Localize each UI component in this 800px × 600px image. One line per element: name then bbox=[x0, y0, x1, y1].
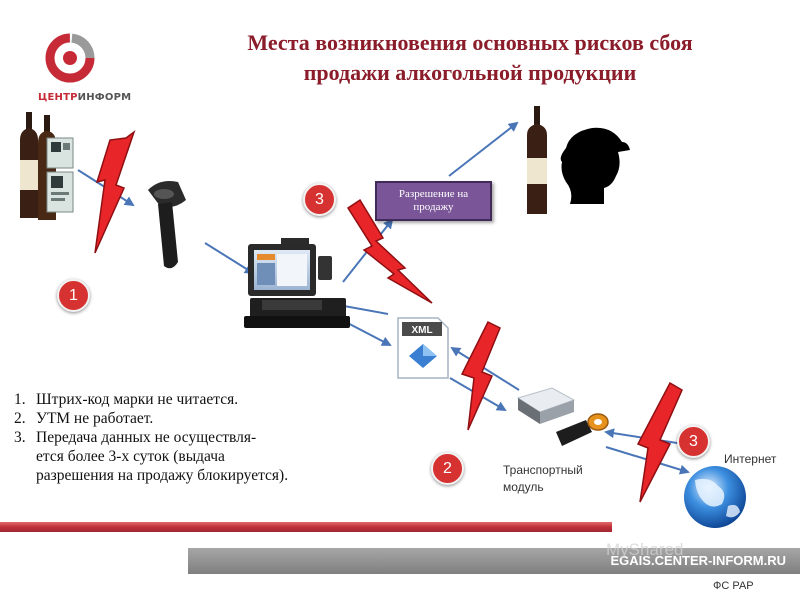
risk-list: 1. Штрих-код марки не читается. 2. УТМ н… bbox=[14, 390, 434, 485]
arrow-permission-to-buyer bbox=[448, 121, 519, 177]
logo: ЦЕНТРИНФОРМ bbox=[38, 28, 131, 108]
logo-text: ЦЕНТРИНФОРМ bbox=[38, 92, 138, 103]
risk-item-3-continuation: ется более 3-х суток (выдача разрешения … bbox=[14, 447, 434, 485]
risk-item-2: 2. УТМ не работает. bbox=[14, 409, 434, 428]
title-line-1: Места возникновения основных рисков сбоя bbox=[247, 30, 693, 55]
risk-item-text: УТМ не работает. bbox=[36, 410, 154, 427]
xml-file-icon: XML bbox=[397, 317, 449, 379]
buyer-silhouette-icon bbox=[527, 106, 630, 214]
badge-3-top: 3 bbox=[303, 183, 336, 216]
permission-line-2: продажу bbox=[413, 201, 454, 213]
usb-token-icon bbox=[516, 387, 609, 446]
lightning-bolt-3-top bbox=[346, 198, 433, 304]
permission-box: Разрешение на продажу bbox=[375, 181, 492, 221]
transport-label-line-1: Транспортный bbox=[503, 463, 583, 477]
fsrar-label: ФС РАР bbox=[713, 580, 754, 592]
logo-ring-icon bbox=[45, 33, 95, 83]
title-line-2: продажи алкогольной продукции bbox=[303, 60, 637, 85]
transport-module-label: Транспортный модуль bbox=[503, 462, 583, 496]
permission-line-1: Разрешение на bbox=[398, 188, 469, 200]
page-title: Места возникновения основных рисков сбоя… bbox=[150, 28, 790, 88]
lightning-bolt-2 bbox=[460, 320, 501, 431]
badge-1: 1 bbox=[57, 279, 90, 312]
barcode-scanner-icon bbox=[148, 181, 186, 269]
pos-terminal-icon bbox=[244, 238, 350, 328]
wine-bottle-icon bbox=[20, 112, 74, 220]
lightning-bolt-1 bbox=[94, 129, 136, 254]
transport-label-line-2: модуль bbox=[503, 480, 544, 494]
footer-gray-bar: EGAIS.CENTER-INFORM.RU bbox=[188, 548, 800, 574]
lightning-icon bbox=[94, 129, 683, 503]
risk-cont-line-2: разрешения на продажу блокируется). bbox=[36, 467, 289, 484]
risk-item-1: 1. Штрих-код марки не читается. bbox=[14, 390, 434, 409]
logo-text-part1: ЦЕНТР bbox=[38, 92, 78, 103]
arrow-module-to-xml bbox=[450, 346, 520, 391]
badge-2: 2 bbox=[431, 452, 464, 485]
xml-label: XML bbox=[411, 325, 432, 336]
risk-item-number: 3. bbox=[14, 429, 26, 446]
watermark: MyShared bbox=[606, 540, 684, 559]
risk-item-text: Штрих-код марки не читается. bbox=[36, 391, 239, 408]
footer-red-line bbox=[0, 522, 612, 532]
risk-item-3: 3. Передача данных не осуществля- bbox=[14, 428, 434, 447]
risk-item-number: 2. bbox=[14, 410, 26, 427]
risk-cont-line-1: ется более 3-х суток (выдача bbox=[36, 448, 225, 465]
site-link[interactable]: EGAIS.CENTER-INFORM.RU bbox=[610, 553, 787, 568]
badge-3-right: 3 bbox=[677, 425, 710, 458]
globe-icon bbox=[684, 466, 746, 528]
risk-item-number: 1. bbox=[14, 391, 26, 408]
lightning-bolt-3-right bbox=[636, 381, 683, 503]
logo-text-part2: ИНФОРМ bbox=[77, 92, 132, 103]
internet-label: Интернет bbox=[724, 452, 777, 466]
arrow-scanner-to-pos bbox=[204, 242, 255, 275]
risk-item-text: Передача данных не осуществля- bbox=[36, 429, 257, 446]
